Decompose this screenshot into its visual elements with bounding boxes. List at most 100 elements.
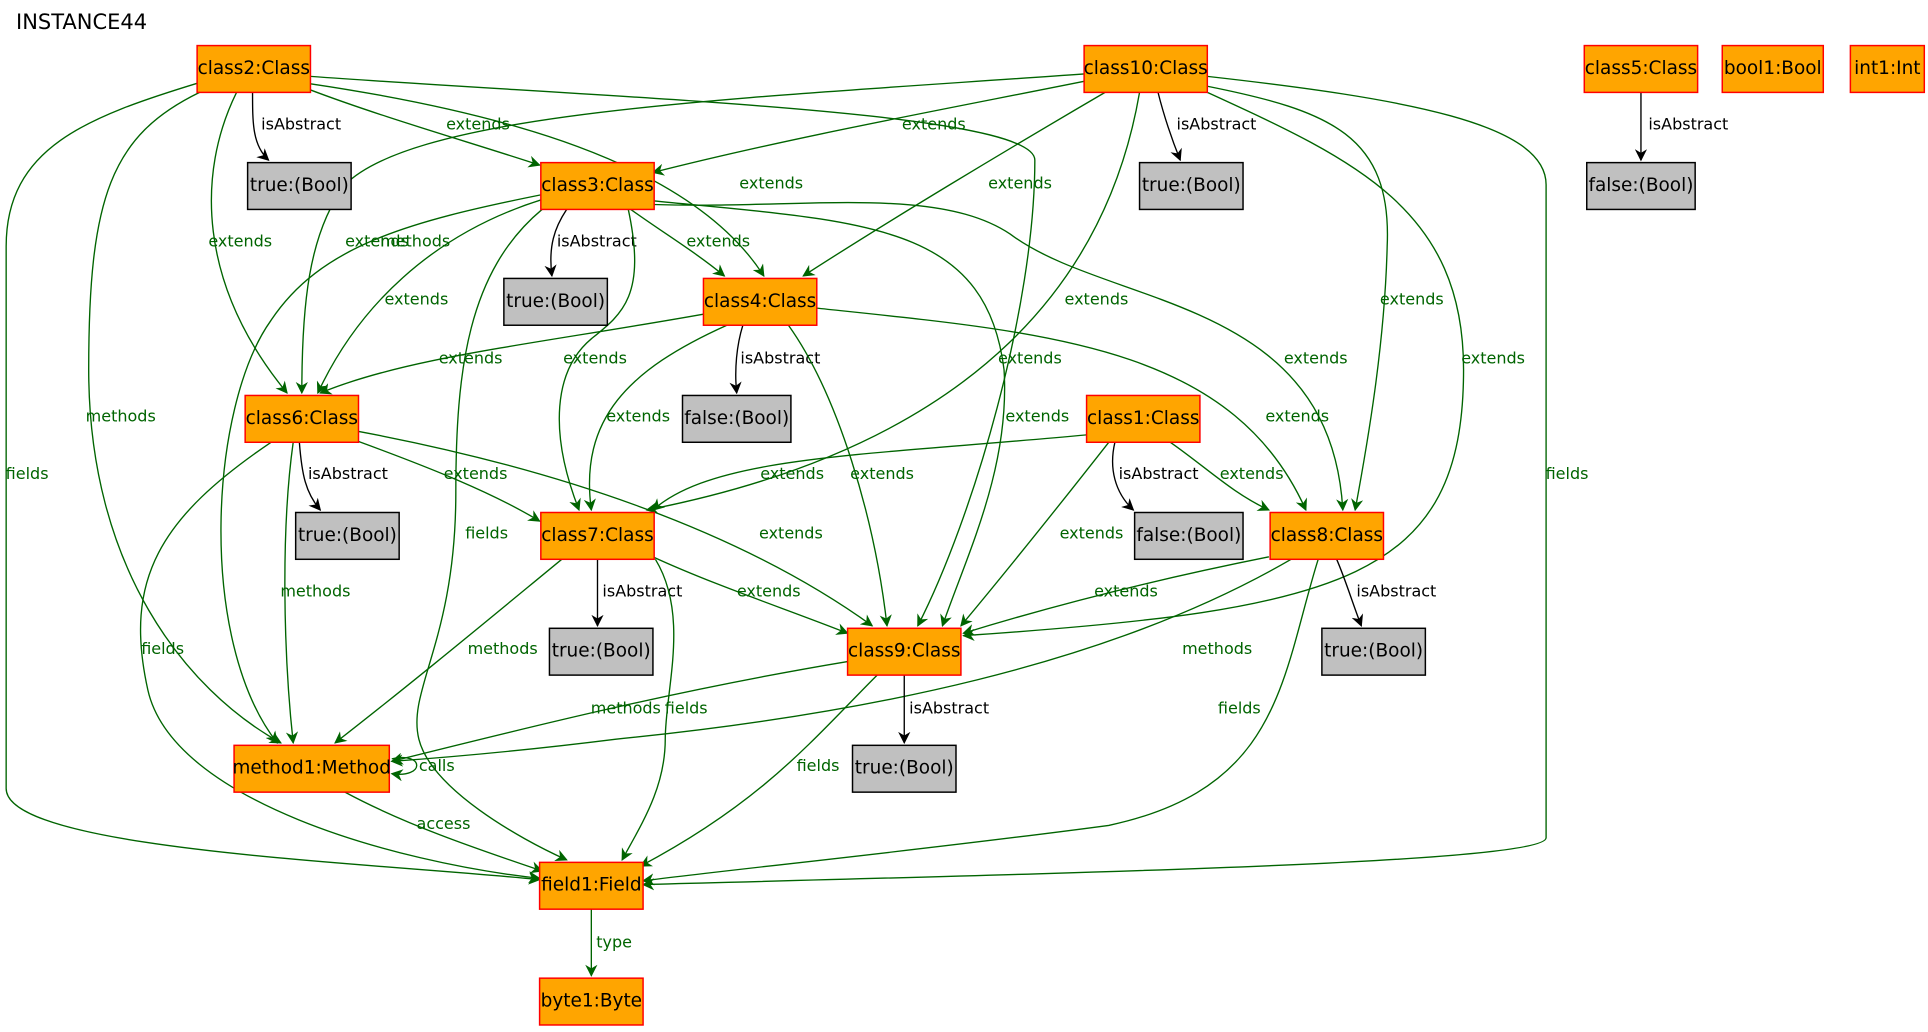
edge-class4-extends-class7: extends	[583, 324, 728, 512]
edge-label: isAbstract	[1648, 114, 1728, 133]
edge-label: fields	[797, 756, 840, 775]
edge-label: methods	[280, 581, 350, 600]
edge-line	[319, 313, 704, 395]
node-label: class4:Class	[704, 291, 816, 312]
node-layer: class2:Class class10:Class class5:Class boo…	[196, 44, 1926, 1026]
edge-label: methods	[468, 639, 538, 658]
edge-class6-isAbstract-t_class6: isAbstract	[298, 442, 388, 511]
edge-class10-isAbstract-t_class10: isAbstract	[1157, 92, 1257, 162]
edge-line	[630, 208, 726, 277]
edge-label: extends	[446, 114, 510, 133]
edge-class2-isAbstract-t_class2: isAbstract	[251, 92, 341, 161]
node-field1: field1:Field	[538, 861, 644, 910]
node-class8: class8:Class	[1269, 511, 1385, 561]
edge-class4-extends-class9: extends	[787, 324, 914, 628]
edge-label: extends	[1094, 581, 1158, 600]
edge-class10-extends-class3: extends	[651, 80, 1085, 176]
node-box	[1849, 44, 1926, 94]
edge-line	[1169, 441, 1271, 511]
edge-label: extends	[208, 231, 272, 250]
node-box	[294, 511, 400, 561]
node-label: true:(Bool)	[1324, 641, 1423, 662]
edge-line	[641, 75, 1547, 891]
edge-class9-isAbstract-t_class9: isAbstract	[898, 675, 989, 745]
node-label: false:(Bool)	[1136, 525, 1241, 546]
edge-line	[1207, 85, 1389, 512]
edge-class8-methods-method1: methods	[390, 558, 1292, 767]
edge-class2-extends-class4: extends	[310, 83, 803, 277]
edge-line	[729, 325, 744, 395]
node-t-class10: true:(Bool)	[1138, 161, 1244, 211]
node-bool1: bool1:Bool	[1721, 44, 1825, 94]
node-f-class1: false:(Bool)	[1133, 511, 1244, 561]
edge-class10-extends-class4: extends	[802, 91, 1106, 277]
edge-line	[1157, 92, 1182, 162]
node-box	[1583, 44, 1699, 94]
edge-line	[390, 660, 848, 765]
edge-class2-extends-class6: extends	[208, 92, 288, 394]
edge-line	[1336, 559, 1364, 627]
edge-line	[5, 81, 541, 885]
node-label: class6:Class	[246, 408, 358, 429]
node-label: class9:Class	[848, 641, 960, 662]
node-label: true:(Bool)	[298, 525, 397, 546]
node-f-class5: false:(Bool)	[1586, 161, 1696, 211]
node-label: true:(Bool)	[552, 641, 651, 662]
edge-class1-isAbstract-f_class1: isAbstract	[1111, 442, 1199, 511]
edge-line	[310, 83, 765, 277]
node-box	[548, 627, 654, 676]
edge-line	[220, 193, 543, 744]
edge-label: extends	[760, 464, 824, 483]
edge-class9-fields-field1: fields	[639, 674, 878, 867]
node-class6: class6:Class	[244, 394, 360, 444]
node-box	[538, 861, 644, 910]
edge-line	[316, 198, 543, 395]
node-box	[196, 44, 312, 94]
edge-label: extends	[850, 464, 914, 483]
node-box	[1586, 161, 1696, 211]
edge-class1-extends-class9: extends	[960, 441, 1123, 627]
edge-line	[298, 442, 322, 511]
node-label: class1:Class	[1087, 408, 1199, 429]
edge-method1-calls-method1: calls	[390, 756, 455, 782]
edge-label: fields	[141, 639, 184, 658]
edge-line	[651, 80, 1085, 176]
edge-class3-fields-field1: fields	[416, 208, 568, 861]
edge-label: extends	[998, 348, 1062, 367]
node-label: class5:Class	[1585, 58, 1697, 79]
node-box	[540, 511, 655, 561]
node-box	[1138, 161, 1244, 211]
edge-line	[639, 674, 878, 867]
node-label: byte1:Byte	[541, 991, 642, 1012]
node-box	[540, 161, 655, 211]
node-box	[233, 744, 391, 793]
edge-line	[1111, 442, 1135, 511]
node-t-class7: true:(Bool)	[548, 627, 654, 676]
node-box	[1321, 627, 1427, 676]
edge-label: isAbstract	[1177, 114, 1257, 133]
edge-label: isAbstract	[740, 348, 820, 367]
node-label: false:(Bool)	[684, 408, 789, 429]
node-label: true:(Bool)	[250, 175, 349, 196]
node-box	[1085, 394, 1201, 444]
edge-line	[390, 558, 1292, 767]
edge-class8-isAbstract-t_class8: isAbstract	[1336, 559, 1436, 627]
node-class1: class1:Class	[1085, 394, 1201, 444]
node-label: class10:Class	[1084, 58, 1208, 79]
edge-label: isAbstract	[909, 698, 989, 717]
edge-line	[652, 556, 849, 635]
node-box	[1133, 511, 1244, 561]
node-box	[244, 394, 360, 444]
edge-label: fields	[665, 698, 708, 717]
node-class2: class2:Class	[196, 44, 312, 94]
edge-label: methods	[86, 406, 156, 425]
edge-line	[787, 324, 892, 628]
edge-class1-extends-class7: extends	[652, 434, 1087, 511]
node-box	[1721, 44, 1825, 94]
edge-line	[558, 209, 636, 512]
edge-label: extends	[1380, 289, 1444, 308]
edge-label: isAbstract	[1356, 581, 1436, 600]
edge-line	[334, 558, 563, 744]
edge-class7-isAbstract-t_class7: isAbstract	[591, 559, 682, 628]
edge-line	[962, 91, 1465, 642]
